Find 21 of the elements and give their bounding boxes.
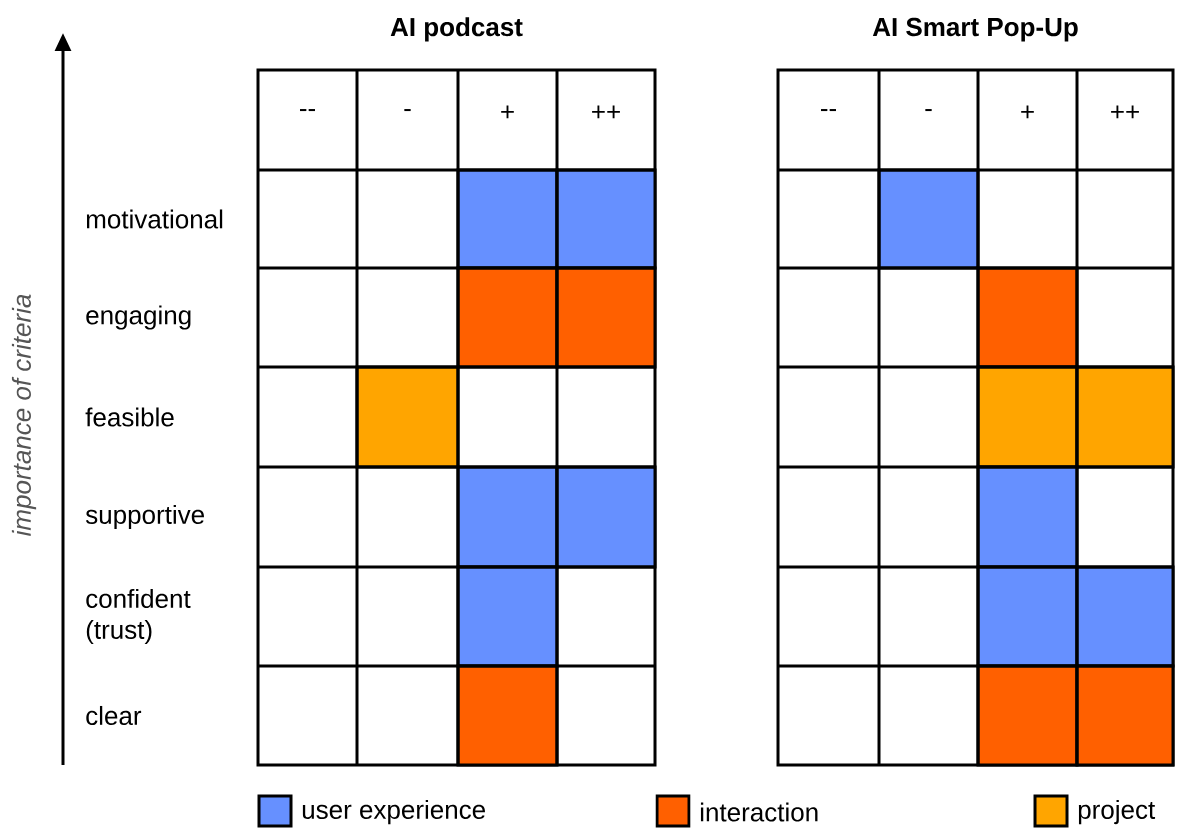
legend-label: project	[1078, 799, 1156, 825]
row-label: feasible	[85, 407, 174, 427]
axis-label: importance of criteria	[11, 294, 37, 536]
legend-label: interaction	[700, 802, 818, 822]
column-header: +	[501, 105, 514, 119]
row-label: motivational	[86, 209, 223, 229]
column-header: +	[1021, 105, 1034, 119]
row-label: supportive	[85, 504, 204, 530]
node-label: AI Smart Pop-Up	[872, 17, 1078, 42]
node-label: AI podcast	[390, 17, 523, 42]
legend-label: user experience	[302, 799, 485, 825]
column-header: ++	[1111, 105, 1139, 119]
column-header: --	[821, 109, 836, 112]
column-header: --	[300, 109, 315, 112]
column-header: -	[925, 109, 932, 112]
row-label: confident (trust)	[86, 588, 191, 645]
row-label: clear	[86, 705, 142, 726]
column-header: ++	[592, 105, 620, 119]
row-label: engaging	[86, 305, 191, 330]
colored-cell	[1075, 664, 1175, 767]
column-header: -	[404, 109, 411, 112]
